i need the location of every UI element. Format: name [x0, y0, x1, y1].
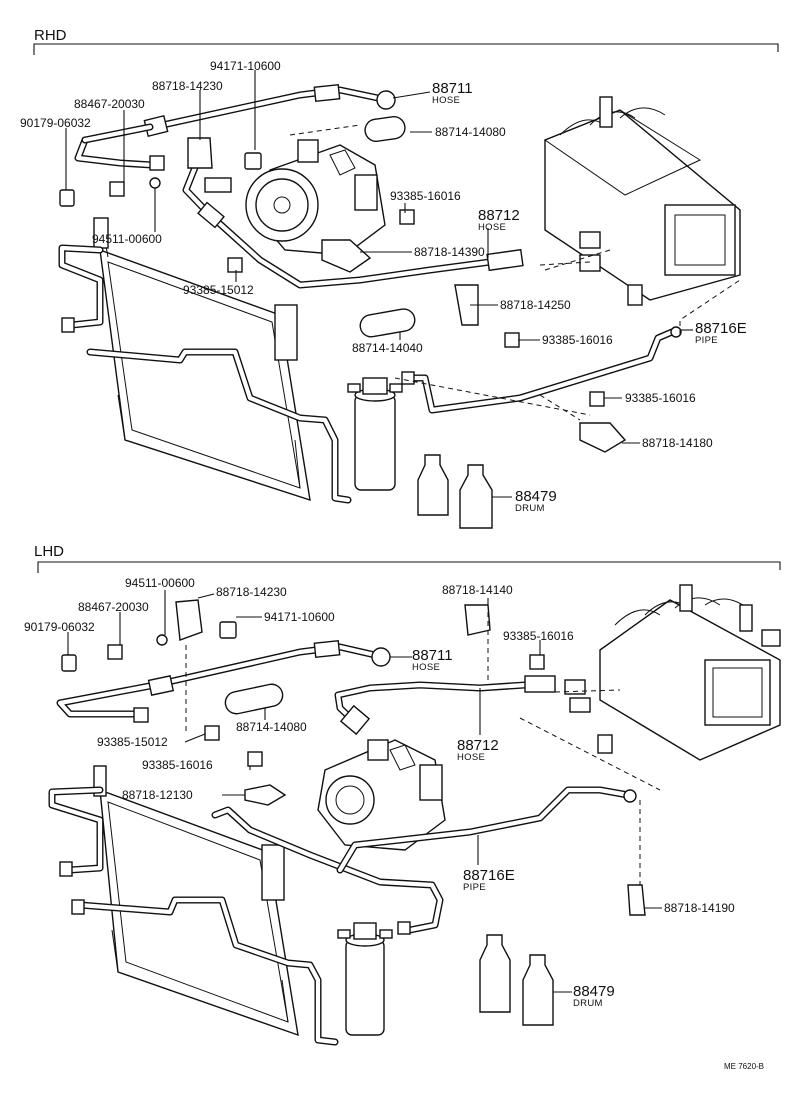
lhd-condenser-pipes [48, 786, 339, 1046]
lhd-label-88714-14080: 88714-14080 [236, 720, 307, 734]
lhd-receiver-drier [337, 922, 393, 1036]
lhd-leader-lines [67, 590, 662, 993]
rhd-section: RHD [20, 27, 779, 529]
lhd-label-88712: 88712 [457, 737, 499, 754]
rhd-label-94511-00600: 94511-00600 [92, 232, 162, 246]
lhd-label-88479: 88479 [573, 983, 615, 1000]
lhd-hose-88711 [56, 640, 391, 723]
rhd-leader-lines [65, 70, 693, 498]
rhd-bracket-line [33, 43, 779, 55]
rhd-section-label: RHD [34, 27, 67, 44]
rhd-drums [417, 454, 493, 529]
lhd-condenser [93, 765, 299, 1037]
lhd-label-93385-16016-a: 93385-16016 [503, 629, 574, 643]
rhd-label-93385-16016-a: 93385-16016 [390, 189, 461, 203]
lhd-label-88718-14190: 88718-14190 [664, 901, 735, 915]
lhd-pipe-88716e [211, 786, 637, 935]
lhd-label-93385-15012: 93385-15012 [97, 735, 168, 749]
rhd-hose-88711 [74, 84, 396, 171]
rhd-label-88711-sub: HOSE [432, 95, 460, 106]
lhd-label-88479-sub: DRUM [573, 998, 603, 1009]
rhd-label-94171-10600: 94171-10600 [210, 59, 281, 73]
lhd-evaporator [564, 584, 781, 761]
rhd-label-88718-14230: 88718-14230 [152, 79, 223, 93]
lhd-label-88716e: 88716E [463, 867, 515, 884]
rhd-label-93385-16016-c: 93385-16016 [625, 391, 696, 405]
rhd-label-93385-15012: 93385-15012 [183, 283, 254, 297]
rhd-label-88712: 88712 [478, 207, 520, 224]
rhd-label-88718-14390: 88718-14390 [414, 245, 485, 259]
rhd-label-88479-sub: DRUM [515, 503, 545, 514]
lhd-compressor [317, 739, 446, 851]
rhd-small-parts [59, 116, 627, 453]
rhd-label-88711: 88711 [432, 80, 473, 97]
lhd-small-parts [61, 599, 646, 916]
lhd-label-88712-sub: HOSE [457, 752, 485, 763]
lhd-label-88716e-sub: PIPE [463, 882, 486, 893]
lhd-label-88467-20030: 88467-20030 [78, 600, 149, 614]
rhd-label-88479: 88479 [515, 488, 557, 505]
rhd-label-88716e: 88716E [695, 320, 747, 337]
rhd-receiver-drier [347, 377, 403, 491]
rhd-label-93385-16016-b: 93385-16016 [542, 333, 613, 347]
lhd-hose-88712 [334, 675, 556, 736]
rhd-pipe-88716e [401, 326, 682, 414]
lhd-bracket-line [37, 561, 781, 573]
lhd-section: LHD [24, 543, 781, 1046]
rhd-compressor [245, 139, 386, 256]
rhd-label-88718-14180: 88718-14180 [642, 436, 713, 450]
rhd-condenser-pipes [58, 244, 352, 504]
lhd-label-93385-16016-b: 93385-16016 [142, 758, 213, 772]
lhd-label-94511-00600: 94511-00600 [125, 576, 195, 590]
lhd-label-88718-14140: 88718-14140 [442, 583, 513, 597]
footer-code: ME 7620-B [724, 1062, 764, 1071]
rhd-labels: 94171-10600 88718-14230 88467-20030 9017… [20, 59, 747, 514]
rhd-label-88714-14040: 88714-14040 [352, 341, 423, 355]
lhd-section-label: LHD [34, 543, 64, 560]
lhd-label-88711: 88711 [412, 647, 453, 664]
lhd-label-88718-14230: 88718-14230 [216, 585, 287, 599]
rhd-label-88712-sub: HOSE [478, 222, 506, 233]
rhd-hose-88712 [182, 156, 524, 289]
rhd-evaporator [543, 96, 741, 306]
lhd-drums [479, 934, 554, 1026]
rhd-label-90179-06032: 90179-06032 [20, 116, 91, 130]
lhd-label-90179-06032: 90179-06032 [24, 620, 95, 634]
lhd-labels: 94511-00600 88718-14230 88718-14140 8846… [24, 576, 735, 1009]
rhd-label-88716e-sub: PIPE [695, 335, 718, 346]
rhd-label-88714-14080: 88714-14080 [435, 125, 506, 139]
rhd-label-88467-20030: 88467-20030 [74, 97, 145, 111]
lhd-dashed-lines [185, 612, 661, 885]
lhd-label-88711-sub: HOSE [412, 662, 440, 673]
lhd-label-94171-10600: 94171-10600 [264, 610, 335, 624]
lhd-label-88718-12130: 88718-12130 [122, 788, 193, 802]
rhd-label-88718-14250: 88718-14250 [500, 298, 571, 312]
rhd-condenser [93, 217, 311, 502]
